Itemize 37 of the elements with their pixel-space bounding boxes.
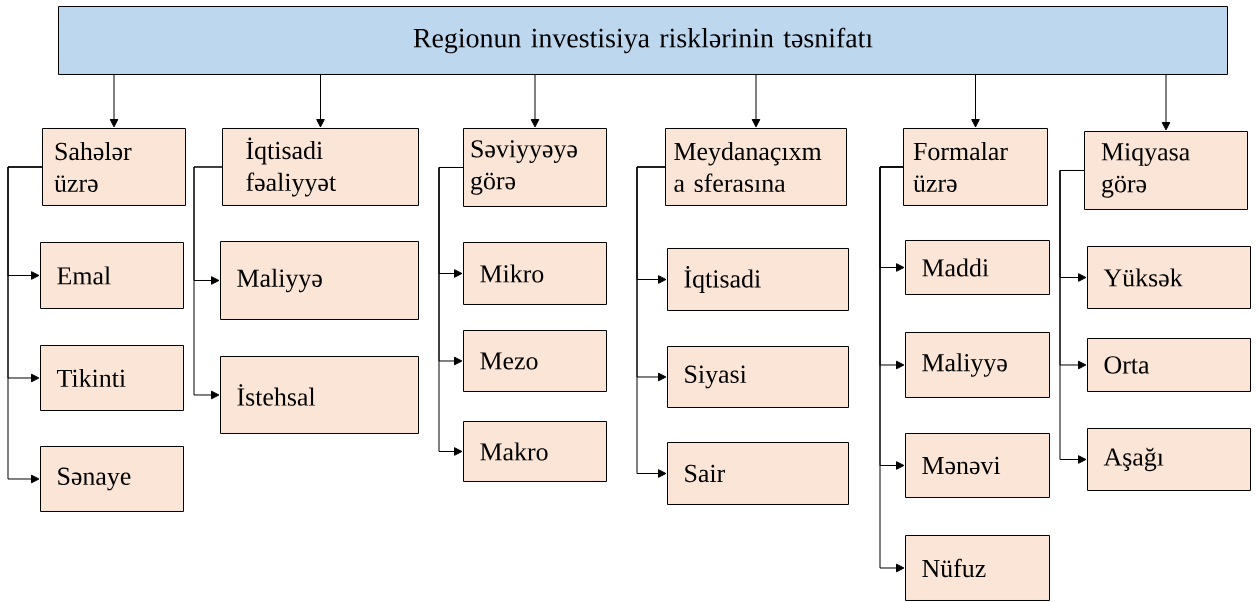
category-box: Formalar üzrə — [903, 128, 1048, 206]
item-box: Mezo — [463, 330, 607, 392]
item-box: Maliyyə — [905, 332, 1050, 398]
arrow — [1161, 74, 1171, 131]
item-box: Maddi — [905, 240, 1050, 295]
arrow — [879, 166, 905, 573]
item-box: Nüfuz — [905, 535, 1050, 601]
item-box: İqtisadi — [667, 248, 849, 311]
category-box: İqtisadi fəaliyyət — [222, 128, 419, 206]
title-box: Regionun investisiya risklərinin təsnifatı — [58, 6, 1228, 75]
item-box: Sair — [667, 442, 849, 505]
item-box: Tikinti — [40, 345, 184, 411]
item-box: Aşağı — [1087, 428, 1251, 491]
item-box: Orta — [1087, 338, 1251, 392]
item-box: Sənaye — [40, 446, 184, 512]
item-box: Mənəvi — [905, 433, 1050, 498]
category-box: Miqyasa görə — [1084, 131, 1248, 210]
category-box: Sahələr üzrə — [42, 128, 186, 206]
item-box: Siyasi — [667, 346, 849, 408]
arrow — [971, 74, 980, 128]
arrow — [316, 74, 325, 128]
item-box: İstehsal — [220, 356, 419, 434]
arrow — [193, 166, 223, 400]
arrow — [7, 166, 43, 484]
arrow — [1059, 170, 1087, 464]
arrow — [636, 166, 667, 478]
arrow — [438, 167, 464, 456]
item-box: Emal — [40, 242, 184, 309]
item-box: Maliyyə — [220, 241, 419, 320]
arrow — [751, 74, 761, 128]
item-box: Mikro — [463, 242, 607, 305]
arrow — [530, 74, 540, 128]
category-box: Səviyyəyə görə — [463, 128, 607, 207]
category-box: Meydanaçıxm a sferasına — [665, 128, 847, 206]
item-box: Makro — [463, 421, 607, 482]
item-box: Yüksək — [1087, 246, 1251, 309]
arrow — [109, 74, 119, 128]
